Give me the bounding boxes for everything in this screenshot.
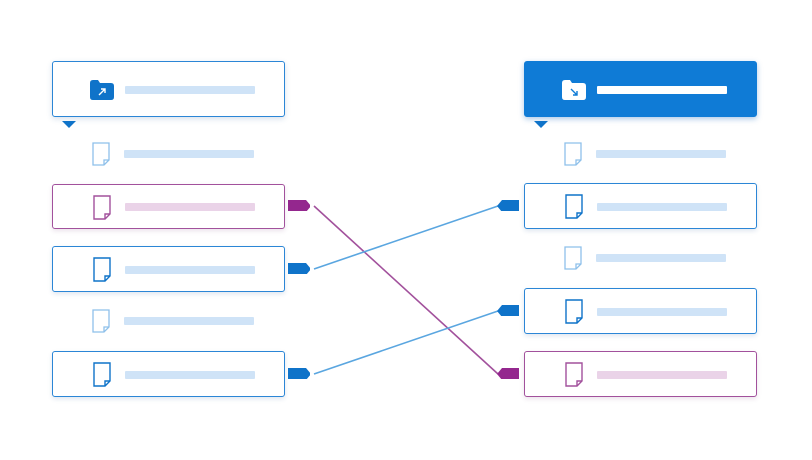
right-row-5-label-bar [597,371,727,379]
left-row-5[interactable] [52,351,285,397]
file-icon [92,309,110,333]
folder-export-icon [90,80,114,100]
connector-left-row-2-to-right-row-5 [313,205,499,375]
right-row-4-label-bar [597,308,727,316]
right-header-label-bar [597,86,727,94]
left-row-2[interactable] [52,184,285,229]
right-header-card[interactable] [524,61,757,117]
right-row-3-label-bar [596,254,726,262]
file-icon [93,195,111,220]
left-row-3[interactable] [52,246,285,292]
right-row-4-input-port[interactable] [497,305,519,316]
file-icon [565,362,583,387]
connector-left-row-3-to-right-row-2 [313,205,499,270]
file-icon [93,257,111,282]
right-row-2-input-port[interactable] [497,200,519,211]
file-icon [565,299,583,324]
connector-left-row-5-to-right-row-4 [313,310,499,375]
right-expand-caret-icon[interactable] [534,121,548,128]
left-header-label-bar [125,86,255,94]
left-row-4-label-bar [124,317,254,325]
file-icon [564,142,582,166]
right-row-2[interactable] [524,183,757,229]
folder-import-icon [562,80,586,100]
left-row-1-label-bar [124,150,254,158]
left-header-card[interactable] [52,61,285,117]
right-row-2-label-bar [597,203,727,211]
left-row-3-label-bar [125,266,255,274]
right-row-1[interactable] [524,136,757,172]
file-icon [92,142,110,166]
file-icon [565,194,583,219]
left-row-2-output-port[interactable] [288,200,310,211]
file-icon [93,362,111,387]
right-row-5-input-port[interactable] [497,368,519,379]
left-row-5-label-bar [125,371,255,379]
right-row-5[interactable] [524,351,757,397]
right-row-1-label-bar [596,150,726,158]
left-row-4[interactable] [52,303,285,339]
left-row-5-output-port[interactable] [288,368,310,379]
right-row-3[interactable] [524,240,757,276]
left-row-1[interactable] [52,136,285,172]
left-row-2-label-bar [125,203,255,211]
left-row-3-output-port[interactable] [288,263,310,274]
file-icon [564,246,582,270]
right-row-4[interactable] [524,288,757,334]
left-expand-caret-icon[interactable] [62,121,76,128]
